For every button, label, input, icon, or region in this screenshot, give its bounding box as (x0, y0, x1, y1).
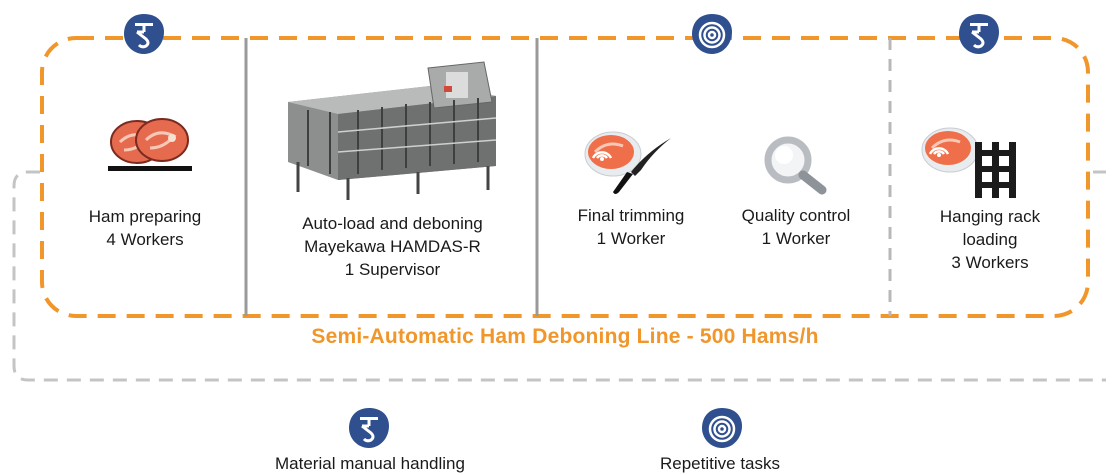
spiral-icon (692, 14, 732, 54)
line-title: Semi-Automatic Ham Deboning Line - 500 H… (311, 325, 819, 348)
spiral-icon (702, 408, 742, 448)
station-name-cont: loading (962, 230, 1018, 249)
legend-manual-handling: Material manual handling (275, 454, 465, 473)
station-name: Ham preparing (88, 207, 202, 226)
hook-icon (124, 14, 164, 54)
station-name: Final trimming (577, 206, 685, 225)
station-final-trimming: Final trimming 1 Worker (556, 204, 706, 250)
station-name: Auto-load and deboning (302, 214, 483, 233)
station-workers: 4 Workers (106, 230, 184, 249)
station-workers: 1 Worker (761, 229, 831, 248)
station-hanging-rack: Hanging rack loading 3 Workers (895, 205, 1085, 274)
station-deboning: Auto-load and deboning Mayekawa HAMDAS-R… (250, 212, 535, 281)
station-name: Hanging rack (939, 207, 1041, 226)
hook-icon (349, 408, 389, 448)
station-ham-preparing: Ham preparing 4 Workers (50, 205, 240, 251)
meat-knife-icon (584, 131, 671, 194)
hook-icon (959, 14, 999, 54)
station-name: Quality control (741, 206, 851, 225)
legend-repetitive-tasks: Repetitive tasks (660, 454, 780, 473)
station-quality-control: Quality control 1 Worker (706, 204, 886, 250)
magnifier-icon (764, 136, 827, 195)
machine-model: Mayekawa HAMDAS-R (304, 237, 481, 256)
deboning-machine-image (288, 61, 497, 200)
station-supervisor: 1 Supervisor (344, 260, 441, 279)
station-workers: 3 Workers (951, 253, 1029, 272)
ham-slices-icon (108, 118, 192, 171)
meat-rack-icon (921, 127, 1016, 198)
station-workers: 1 Worker (596, 229, 666, 248)
